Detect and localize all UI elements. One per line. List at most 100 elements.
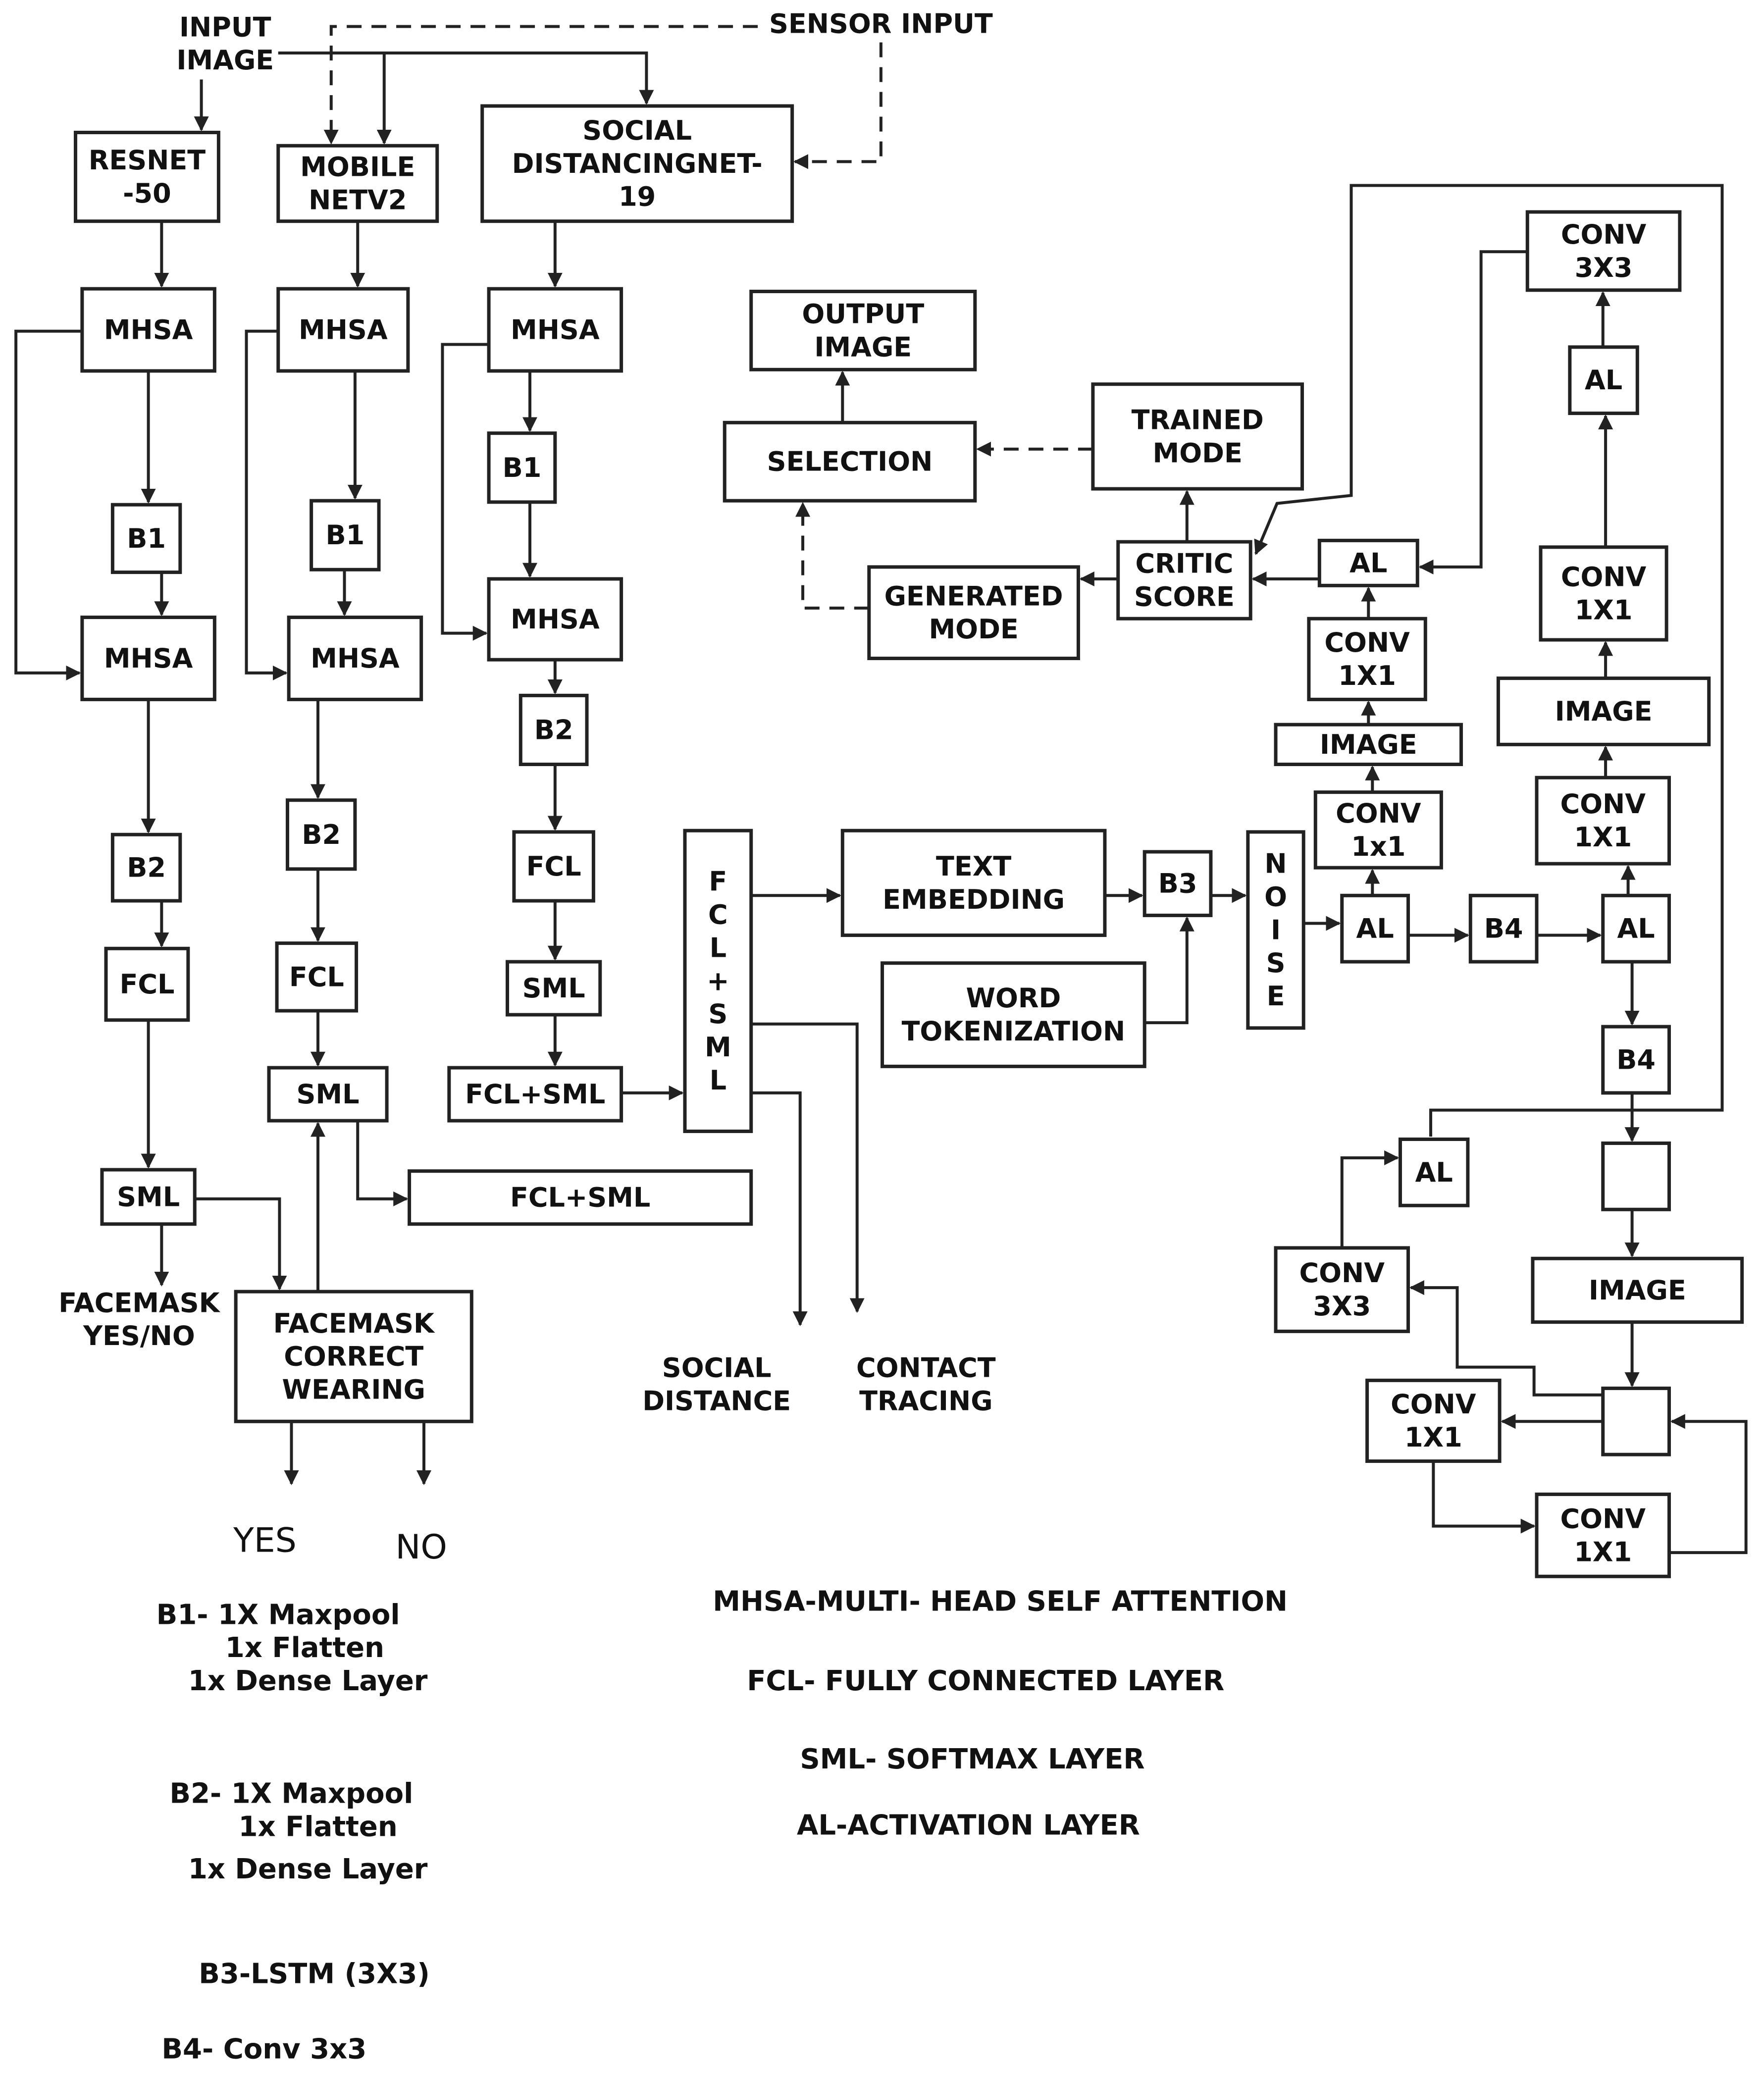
b1-box-col1-label: B1 [127,523,166,554]
feedback-loop [1254,184,1724,1137]
sensor-bus-left [323,25,758,145]
conv1x1-box-bottom-right [1535,1492,1671,1578]
resnet-box [73,131,220,223]
sensor-input-label: SENSOR INPUT [769,8,993,40]
conv1x1-box-left-up [1307,617,1427,701]
b1-box-col2-label: B1 [325,519,364,551]
selection-box [723,420,977,503]
conv1x1-box-bottom-left-label-line-2: 1X1 [1404,1422,1462,1453]
al-box-mid [1340,893,1410,964]
facemask-correct-box-label-line-1: FACEMASK [273,1308,435,1339]
text-embedding-box-label-line-1: TEXT [936,851,1011,882]
fcl-sml-box-col3-label: FCL+SML [465,1079,605,1110]
text-embedding-box [840,829,1107,937]
b4-box-lower-label: B4 [1616,1044,1656,1076]
sml-box-col2-label: SML [297,1079,360,1110]
sml1-to-correct [195,1197,287,1291]
contact-tracing-label-line-1: CONTACT [856,1352,996,1383]
fcl-box-col3-label: FCL [526,851,581,882]
word-tokenization-box [881,961,1146,1068]
conv1x1-box-right-low-label-line-1: CONV [1560,788,1646,820]
b2-box-col1-label: B2 [127,852,166,883]
sml-box-col3-label: SML [522,973,585,1004]
image-box-left-label: IMAGE [1320,729,1417,760]
conv1x1-right-to-junction [1669,1414,1748,1555]
image-box-right [1496,676,1711,746]
trained-mode-box [1091,382,1304,491]
blocks [73,104,1744,1578]
trained-mode-box-label-line-2: MODE [1153,437,1243,468]
mhsa-box-col1-top-label: MHSA [104,314,193,346]
al-box-right-label: AL [1617,913,1655,944]
conv1x1-box-right-low-label-line-2: 1X1 [1574,822,1632,853]
sml-box-col3 [506,960,602,1017]
facemask-correct-box [234,1290,473,1423]
fcl-sml-vertical-box-label-line-1: F [709,866,727,897]
sml-box-col2 [267,1066,389,1123]
sml-box-col1 [100,1168,197,1226]
text-labels: RESNET-50MHSAB1MHSAB2FCLSMLMOBILENETV2MH… [58,8,1686,2066]
noise-box-label-line-4: S [1266,947,1286,979]
b2-box-col2-label: B2 [302,819,341,850]
noise-box-label-line-3: I [1271,914,1281,945]
legend-abbrev-1: MHSA-MULTI- HEAD SELF ATTENTION [713,1586,1288,1618]
critic-score-box [1116,540,1252,621]
legend-abbrev-3: SML- SOFTMAX LAYER [800,1743,1144,1775]
social-distance-label-line-2: DISTANCE [642,1385,791,1416]
b4-box-mid-label: B4 [1484,913,1523,944]
b4-box-mid [1468,893,1539,964]
image-box-bottom [1531,1256,1744,1324]
legend-line-6: 1x Dense Layer [188,1853,428,1885]
conv1x1-box-bottom-left [1365,1378,1502,1463]
social-distance-label-line-1: SOCIAL [662,1352,772,1383]
fcl-box-col3 [512,830,595,903]
sml-box-col1-label: SML [117,1181,180,1212]
output-image-box-label-line-1: OUTPUT [802,298,924,329]
legend-line-7: B3-LSTM (3X3) [199,1958,430,1990]
al-box-right [1601,893,1671,964]
b1-box-col3 [487,431,557,504]
mhsa-box-col1-bottom-label: MHSA [104,643,193,674]
generated-mode-box-label-line-2: MODE [929,614,1018,645]
sdnet-box [480,104,794,223]
noise-box-label-line-5: E [1267,981,1285,1012]
resnet-box-label-line-2: -50 [123,178,171,209]
legend-line-8: B4- Conv 3x3 [161,2033,366,2066]
sensor-to-sdnet [793,42,882,169]
mhsa-box-col3-bottom-label: MHSA [511,604,600,635]
fcl-sml-vertical-box [683,829,753,1133]
output-image-box-label-line-2: IMAGE [814,331,912,363]
mhsa-box-col1-bottom [80,616,216,701]
al-box-bottom [1398,1138,1470,1207]
legend-line-3: 1x Dense Layer [188,1665,428,1697]
conv1x1-box-left-low [1313,790,1443,870]
word-tokenization-box-label-line-2: TOKENIZATION [902,1016,1126,1047]
sdnet-box-label-line-2: DISTANCINGNET- [512,148,763,179]
fcl-sml-vertical-box-label-line-6: M [705,1032,731,1063]
mhsa-box-col2-bottom-label: MHSA [311,643,400,674]
conv3x3-box-top-label-line-2: 3X3 [1575,252,1633,283]
conv1x1-box-right-up-label-line-1: CONV [1561,561,1647,592]
image-box-right-label: IMAGE [1555,696,1653,727]
b2-box-col3 [519,693,589,766]
junction-box-top [1601,1141,1671,1211]
critic-score-box-label-line-1: CRITIC [1136,548,1234,579]
input-image-label-line-2: IMAGE [176,45,274,76]
critic-score-box-label-line-2: SCORE [1134,581,1235,613]
selection-box-label: SELECTION [767,446,933,477]
resnet-box-label-line-1: RESNET [89,145,206,176]
facemask-correct-box-label-line-2: CORRECT [284,1341,423,1372]
fcl-sml-vertical-box-label-line-7: L [710,1065,726,1096]
b1-box-col2 [310,499,381,571]
b1-box-col3-label: B1 [503,452,542,483]
trained-mode-box-label-line-1: TRAINED [1132,404,1264,435]
mhsa-box-col1-top [80,287,216,373]
generated-mode-box-label-line-1: GENERATED [884,580,1063,612]
vertical-to-social-distance [751,1091,808,1326]
conv1x1-box-bottom-right-label-line-2: 1X1 [1574,1536,1632,1567]
junction-box-bottom [1601,1386,1671,1456]
noise-box-label-line-1: N [1264,848,1287,880]
input-bus [278,52,654,105]
legend-line-4: B2- 1X Maxpool [169,1777,413,1810]
